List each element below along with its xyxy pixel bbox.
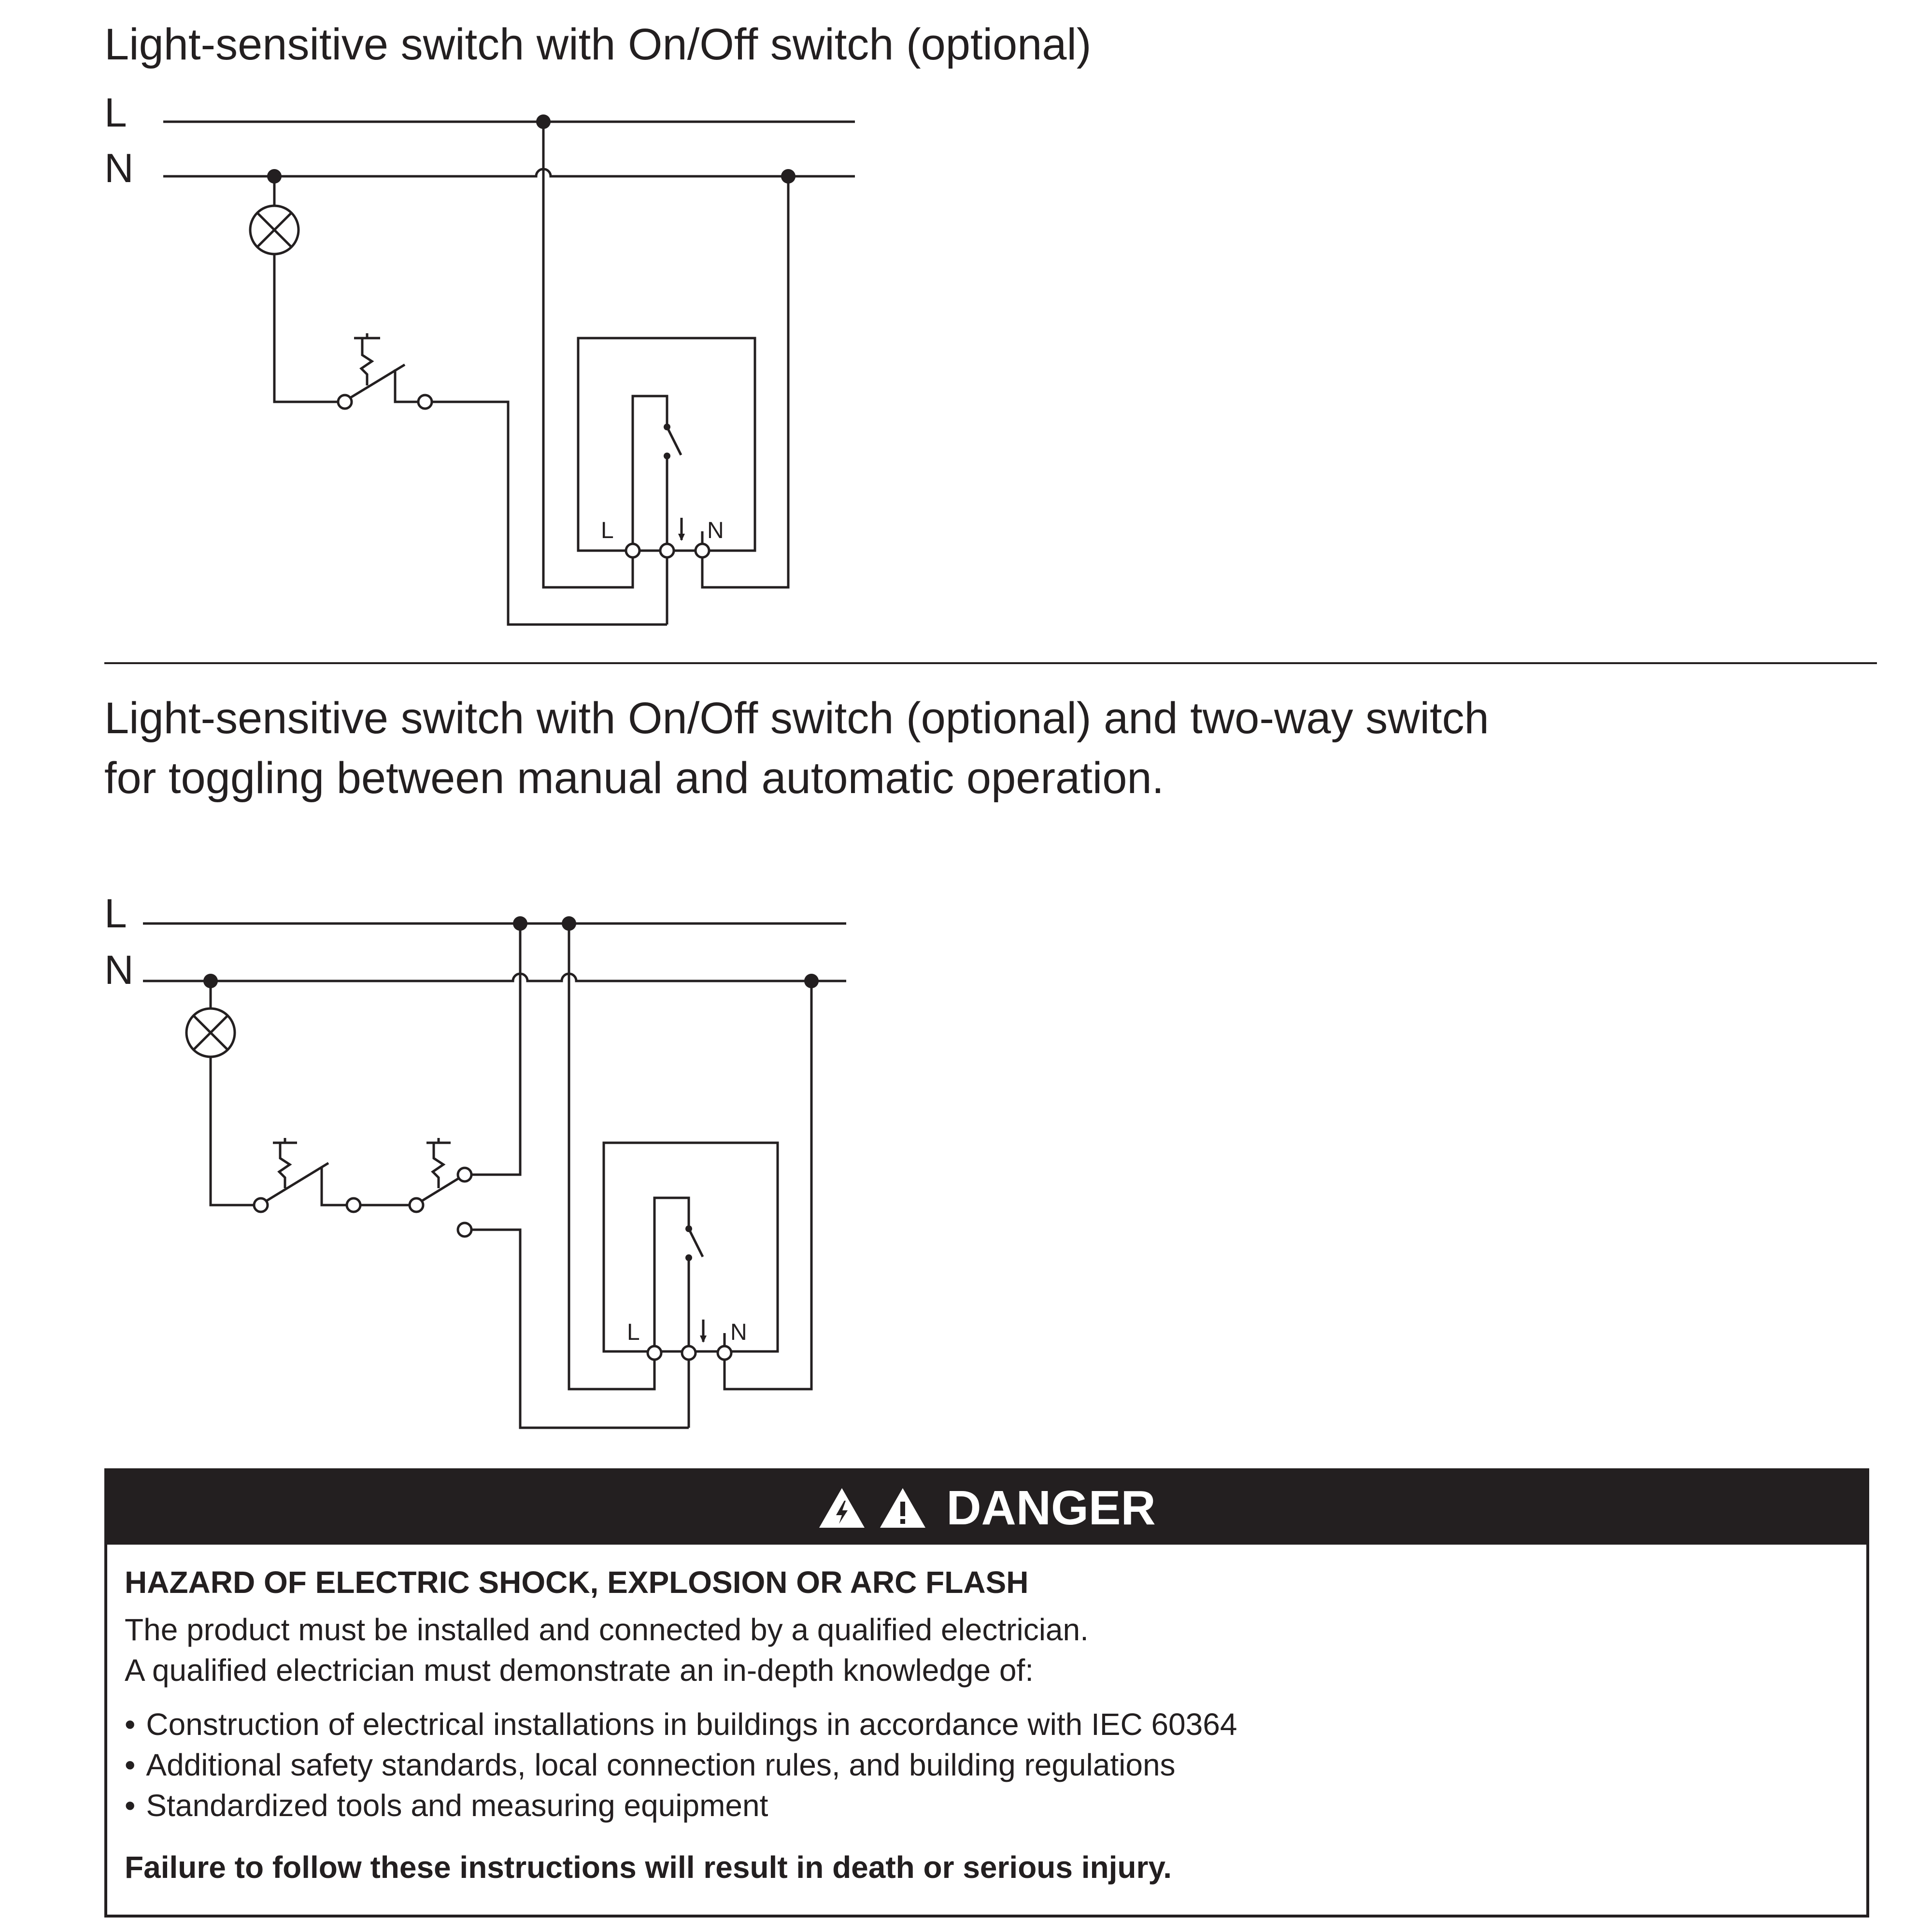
section-divider: [104, 662, 1877, 664]
terminal-N: [694, 542, 710, 559]
light-sensitive-switch-device: L N: [577, 337, 756, 559]
wire-N-to-device: [723, 981, 813, 1391]
line-label-N: N: [104, 947, 134, 993]
terminal-output: [681, 1345, 697, 1361]
line-label-L: L: [104, 97, 127, 135]
terminal-label-L: L: [627, 1320, 640, 1345]
knowledge-list: Construction of electrical installations…: [125, 1704, 1849, 1826]
lamp-icon: [185, 1007, 236, 1058]
danger-header: DANGER: [107, 1471, 1866, 1545]
light-sensitive-switch-device: L N: [602, 1141, 779, 1361]
wire-L-to-device: [568, 923, 656, 1391]
terminal-label-L: L: [601, 518, 614, 543]
section2-title: Light-sensitive switch with On/Off switc…: [104, 694, 1489, 803]
list-item: Standardized tools and measuring equipme…: [125, 1785, 1849, 1826]
list-item: Additional safety standards, local conne…: [125, 1745, 1849, 1785]
terminal-L: [625, 542, 641, 559]
lamp-icon: [249, 204, 300, 256]
danger-line-1: The product must be installed and connec…: [125, 1612, 1089, 1647]
two-way-switch: [360, 923, 689, 1429]
terminal-N: [716, 1345, 733, 1361]
list-item: Construction of electrical installations…: [125, 1704, 1849, 1745]
neutral-line-N: [143, 972, 846, 982]
neutral-line-N: [163, 168, 855, 178]
line-label-N: N: [104, 145, 134, 191]
hazard-heading: HAZARD OF ELECTRIC SHOCK, EXPLOSION OR A…: [125, 1565, 1029, 1600]
terminal-output: [659, 542, 675, 559]
on-off-switch: [273, 176, 667, 626]
terminal-L: [646, 1345, 663, 1361]
wire-N-to-device: [701, 176, 790, 589]
danger-title: DANGER: [946, 1480, 1156, 1535]
danger-body: HAZARD OF ELECTRIC SHOCK, EXPLOSION OR A…: [107, 1545, 1866, 1888]
general-warning-icon: [880, 1488, 926, 1528]
terminal-label-N: N: [730, 1320, 747, 1345]
consequence-warning: Failure to follow these instructions wil…: [125, 1850, 1172, 1885]
wire-L-to-device: [542, 122, 634, 589]
electric-shock-warning-icon: [819, 1488, 865, 1528]
terminal-label-N: N: [707, 518, 724, 543]
danger-line-2: A qualified electrician must demonstrate…: [125, 1653, 1034, 1688]
line-label-L: L: [104, 898, 127, 936]
wiring-diagram-1: L N: [104, 97, 855, 626]
on-off-switch: [209, 981, 362, 1213]
wiring-diagram-2: L N: [104, 898, 846, 1429]
section1-title: Light-sensitive switch with On/Off switc…: [104, 20, 1092, 69]
danger-notice: DANGER HAZARD OF ELECTRIC SHOCK, EXPLOSI…: [104, 1468, 1869, 1918]
